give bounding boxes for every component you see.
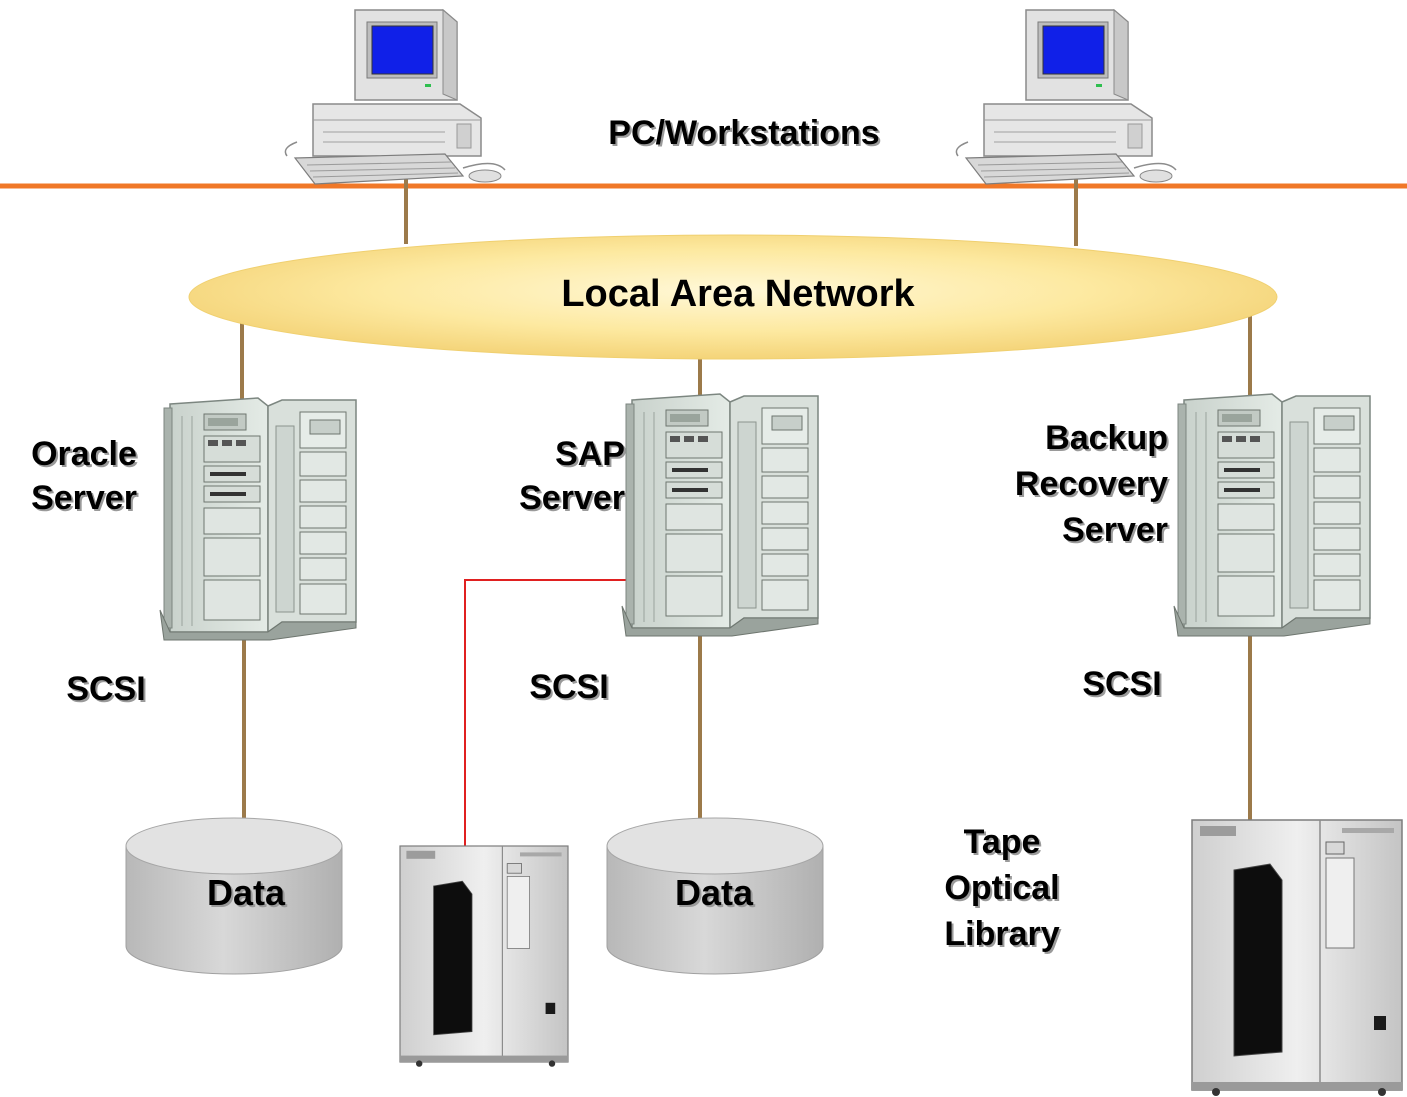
- svg-text:Library: Library: [944, 915, 1059, 953]
- svg-text:Data: Data: [677, 874, 756, 915]
- desktop-computer-icon: [284, 9, 506, 185]
- data-label-oracle: Data: [207, 872, 286, 913]
- svg-text:Optical: Optical: [946, 871, 1061, 909]
- sap-server: [621, 393, 819, 637]
- oracle-server: [159, 397, 357, 641]
- tower-server-icon: [621, 393, 819, 637]
- svg-text:Recovery: Recovery: [1017, 467, 1170, 505]
- svg-text:Oracle: Oracle: [31, 435, 137, 473]
- svg-text:PC/Workstations: PC/Workstations: [610, 116, 881, 154]
- svg-text:Oracle: Oracle: [33, 437, 139, 475]
- scsi-label-sap: SCSI: [529, 668, 608, 706]
- tower-server-icon: [159, 397, 357, 641]
- backup-server: [1173, 393, 1371, 637]
- svg-text:Server: Server: [31, 479, 137, 517]
- sap-tape-library: [399, 845, 569, 1068]
- svg-text:Tape: Tape: [966, 825, 1043, 863]
- backup-server-label: Backup Backup Recovery Recovery Server S…: [1015, 419, 1170, 551]
- svg-text:SCSI: SCSI: [1084, 667, 1163, 705]
- svg-text:Server: Server: [519, 479, 625, 517]
- lan-label: Local Area Network: [561, 273, 915, 315]
- svg-text:Data: Data: [209, 874, 288, 915]
- workstations-label: PC/Workstations: [608, 114, 879, 152]
- tape-library-icon: [399, 845, 569, 1068]
- tower-server-icon: [1173, 393, 1371, 637]
- oracle-server-label: Oracle Oracle Server Server: [31, 435, 139, 519]
- svg-text:Library: Library: [946, 917, 1061, 955]
- scsi-label-backup: SCSI: [1082, 665, 1161, 703]
- svg-text:Backup: Backup: [1047, 421, 1170, 459]
- svg-text:Recovery: Recovery: [1015, 465, 1168, 503]
- svg-text:Server: Server: [521, 481, 627, 519]
- data-label-sap: Data: [675, 872, 754, 913]
- tape-library-label: Tape Tape Optical Optical Library Librar…: [944, 823, 1061, 955]
- desktop-computer-icon: [955, 9, 1177, 185]
- workstation-1: [284, 9, 506, 185]
- svg-text:Optical: Optical: [944, 869, 1059, 907]
- sap-server-label: SAP SAP Server Server: [519, 435, 627, 519]
- scsi-label-oracle: SCSI: [66, 670, 145, 708]
- lan-ellipse: [188, 234, 1278, 360]
- svg-text:Tape: Tape: [964, 823, 1041, 861]
- svg-text:Backup: Backup: [1045, 419, 1168, 457]
- svg-text:SCSI: SCSI: [531, 670, 610, 708]
- tape-library-icon: [1191, 819, 1403, 1097]
- svg-text:SAP: SAP: [557, 437, 627, 475]
- connectors: [240, 168, 1252, 826]
- svg-text:Server: Server: [1062, 511, 1168, 549]
- workstation-2: [955, 9, 1177, 185]
- svg-text:SCSI: SCSI: [68, 672, 147, 710]
- svg-text:Server: Server: [1064, 513, 1170, 551]
- backup-tape-library: [1191, 819, 1403, 1097]
- svg-text:SAP: SAP: [555, 435, 625, 473]
- svg-text:Server: Server: [33, 481, 139, 519]
